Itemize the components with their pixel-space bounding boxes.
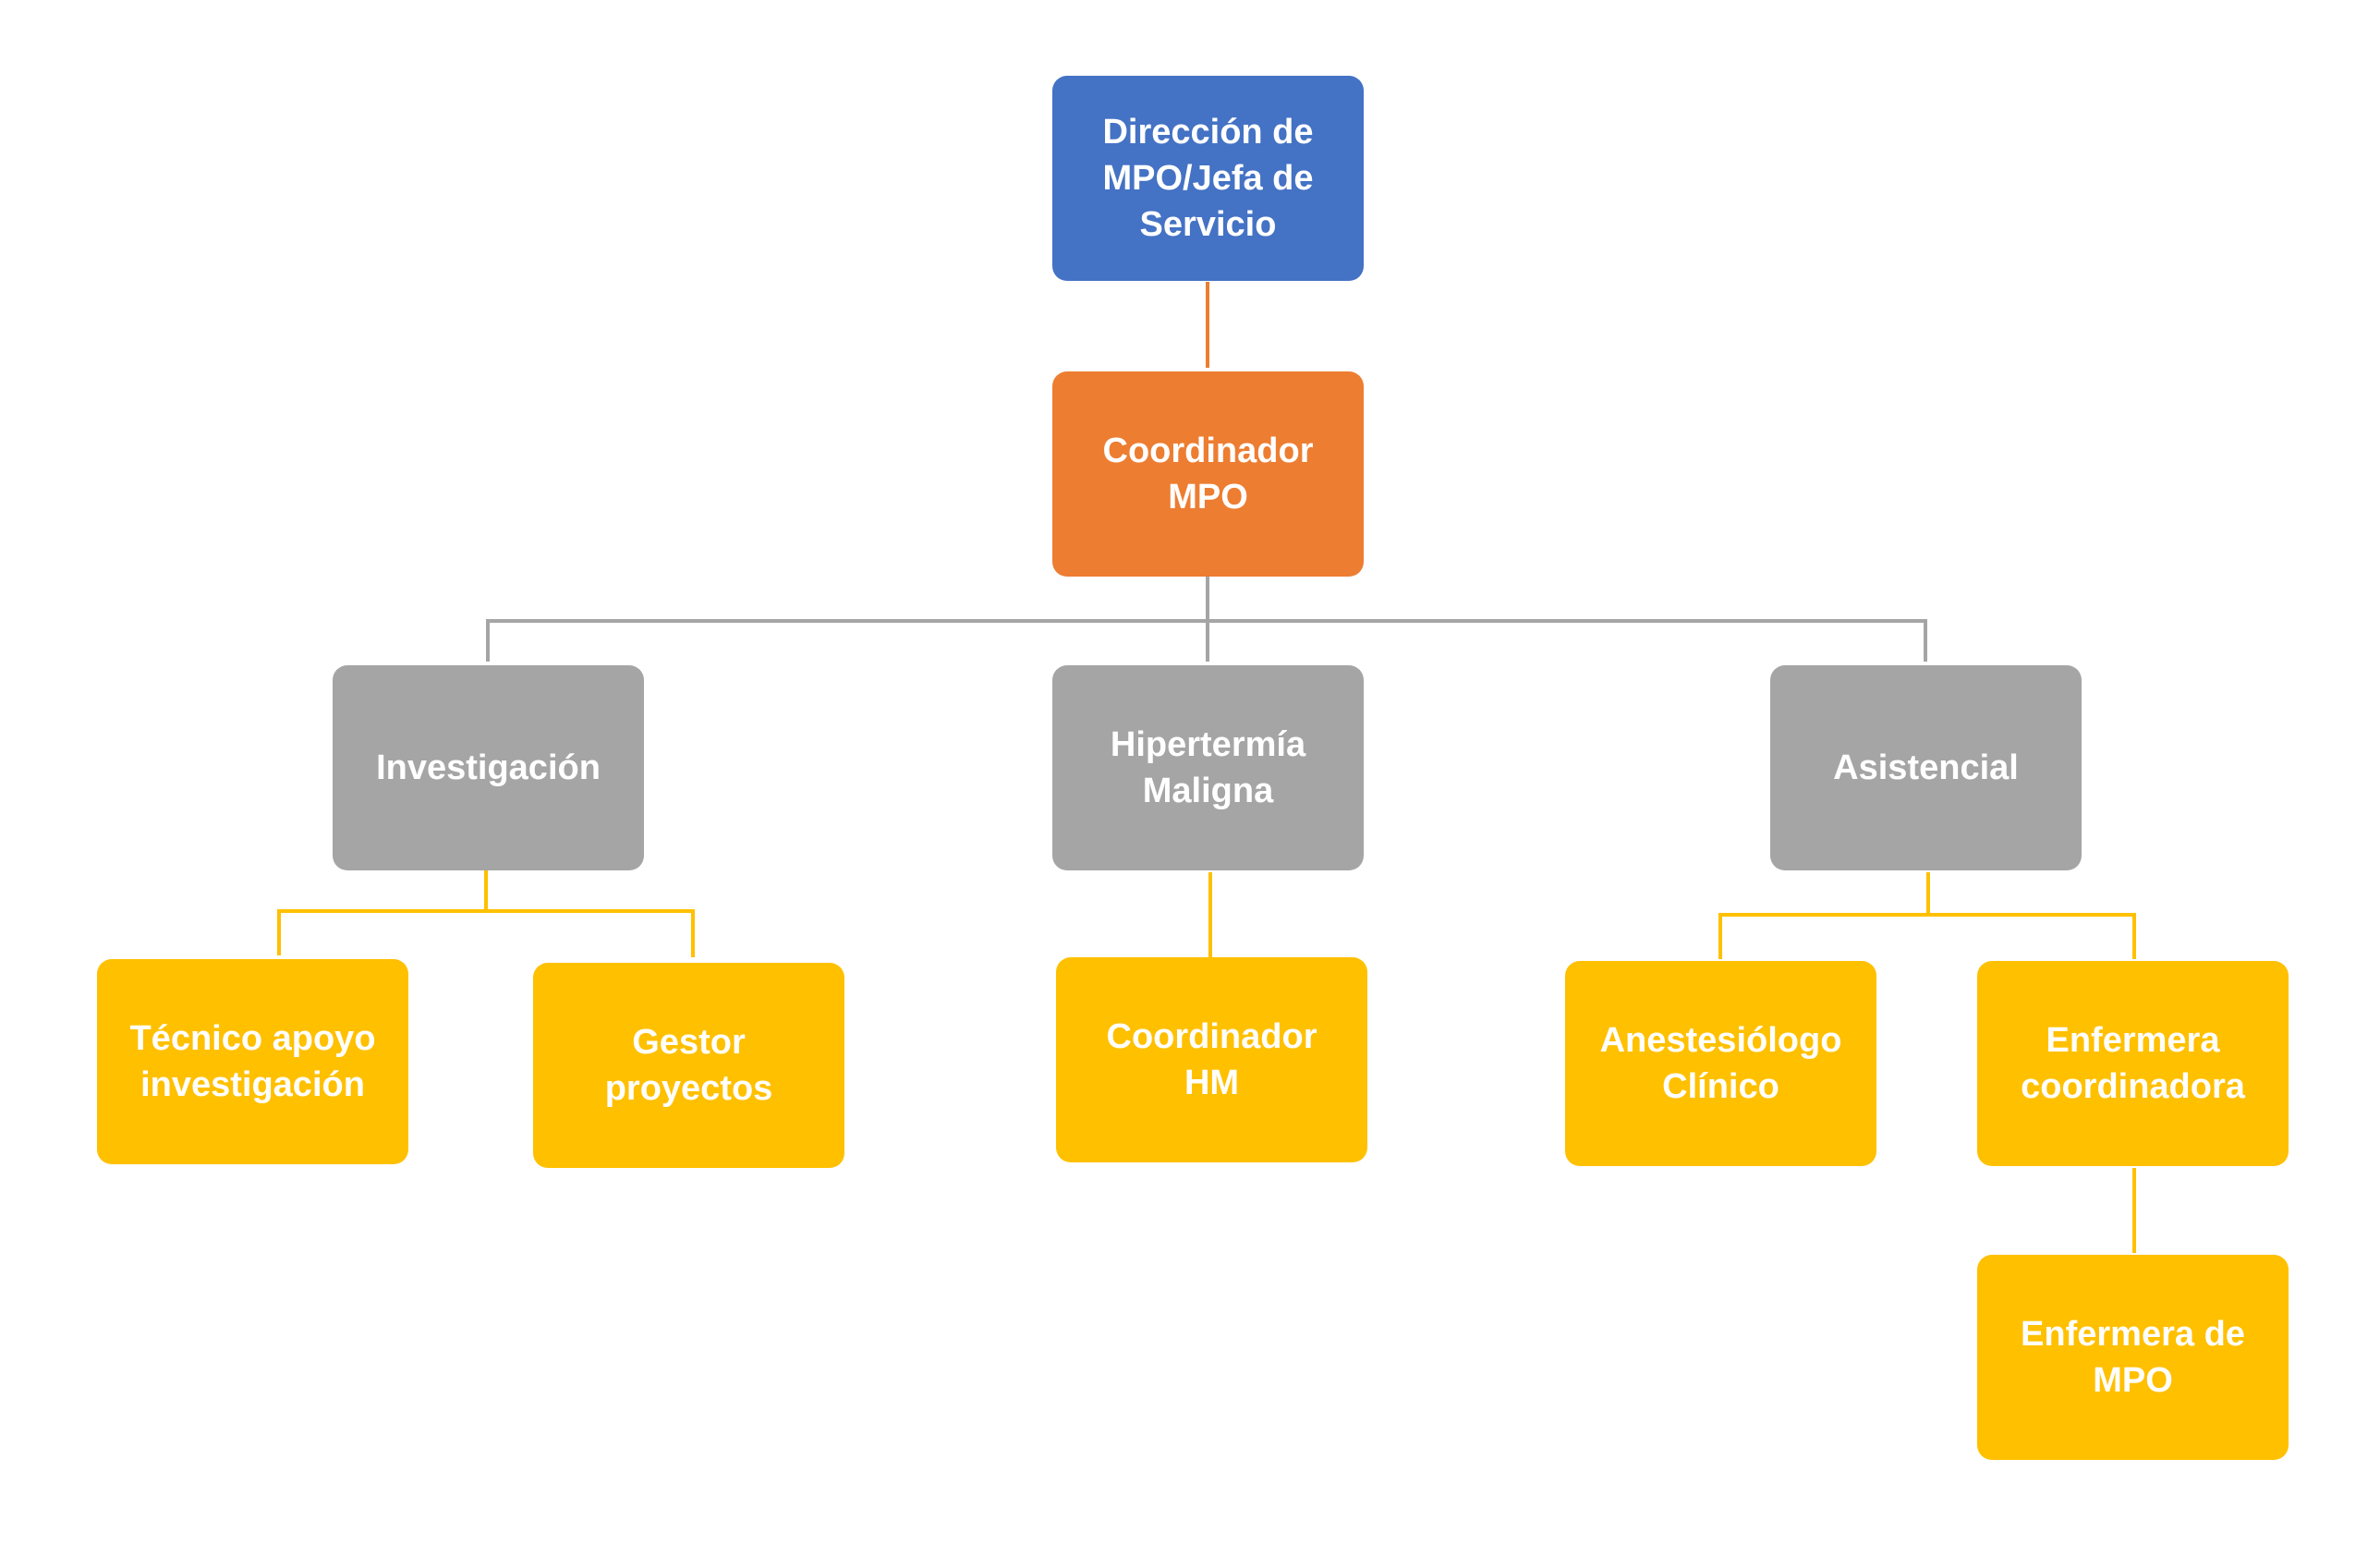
node-enfermera-coordinadora-label: Enfermera coordinadora bbox=[2021, 1021, 2245, 1106]
node-investigacion: Investigación bbox=[333, 665, 644, 870]
node-direccion-label: Dirección de MPO/Jefa de Servicio bbox=[1102, 113, 1314, 244]
node-tecnico-apoyo: Técnico apoyo investigación bbox=[97, 959, 408, 1164]
node-direccion: Dirección de MPO/Jefa de Servicio bbox=[1052, 76, 1364, 281]
node-enfermera-coordinadora: Enfermera coordinadora bbox=[1977, 961, 2289, 1166]
node-enfermera-mpo-label: Enfermera de MPO bbox=[2021, 1315, 2245, 1400]
node-investigacion-label: Investigación bbox=[376, 748, 601, 787]
node-gestor-proyectos-label: Gestor proyectos bbox=[604, 1023, 773, 1108]
node-coordinador-mpo: Coordinador MPO bbox=[1052, 371, 1364, 577]
node-hipertermia-label: Hipertermía Maligna bbox=[1110, 725, 1306, 810]
node-coordinador-hm-label: Coordinador HM bbox=[1106, 1017, 1318, 1102]
node-asistencial-label: Asistencial bbox=[1833, 748, 2019, 787]
node-asistencial: Asistencial bbox=[1770, 665, 2082, 870]
node-anestesiologo-label: Anestesiólogo Clínico bbox=[1599, 1021, 1842, 1106]
node-hipertermia: Hipertermía Maligna bbox=[1052, 665, 1364, 870]
node-coordinador-hm: Coordinador HM bbox=[1056, 957, 1367, 1162]
node-enfermera-mpo: Enfermera de MPO bbox=[1977, 1255, 2289, 1460]
node-tecnico-apoyo-label: Técnico apoyo investigación bbox=[129, 1019, 376, 1104]
node-anestesiologo: Anestesiólogo Clínico bbox=[1565, 961, 1876, 1166]
node-gestor-proyectos: Gestor proyectos bbox=[533, 963, 844, 1168]
node-coordinador-mpo-label: Coordinador MPO bbox=[1102, 432, 1314, 517]
